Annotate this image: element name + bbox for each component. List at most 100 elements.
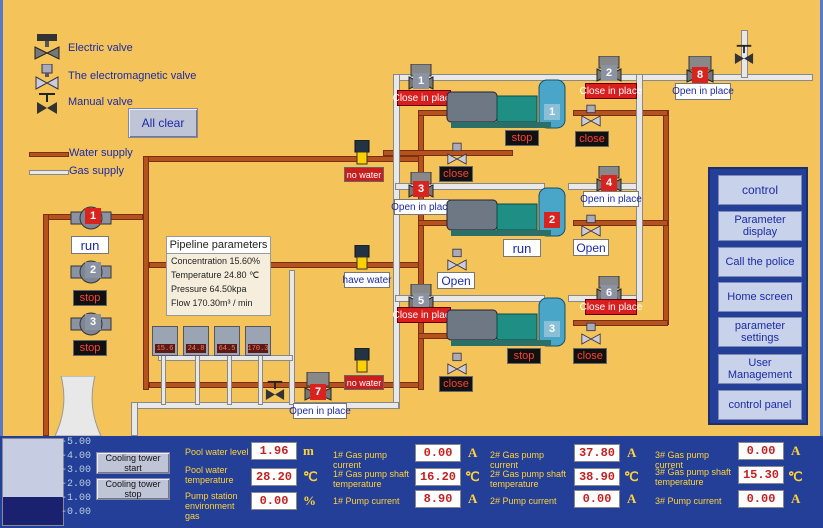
water-pump-2-status: stop bbox=[73, 290, 107, 306]
water-pipe bbox=[663, 110, 669, 325]
cooling-tower-start-button[interactable]: Cooling tower start bbox=[96, 452, 170, 474]
gp3-shaft-unit: ℃ bbox=[788, 469, 803, 484]
water-pump-3-number: 3 bbox=[85, 314, 101, 330]
env-gas-value: 0.00 bbox=[251, 492, 297, 510]
gas-pump-2-number: 2 bbox=[544, 212, 560, 228]
valve-7-number: 7 bbox=[310, 384, 326, 400]
gauge-tick-0: -0.00 bbox=[61, 507, 91, 518]
all-clear-button[interactable]: All clear bbox=[128, 108, 198, 138]
gauge-tick-0-value: 0.00 bbox=[67, 507, 92, 518]
side-menu-control-panel[interactable]: control panel bbox=[718, 390, 802, 420]
gauge-tick-0-sign: - bbox=[61, 507, 68, 518]
water-pump-3-status: stop bbox=[73, 340, 107, 356]
pool-temp-label: Pool water temperature bbox=[185, 465, 234, 485]
env-gas-unit: % bbox=[303, 493, 316, 508]
gas-pipe bbox=[395, 183, 545, 190]
water-supply-swatch bbox=[29, 152, 69, 157]
gp1-current-value: 0.00 bbox=[415, 444, 461, 462]
electric-valve-icon bbox=[34, 34, 60, 60]
pipeline-concentration: Concentration 15.60% bbox=[171, 256, 261, 266]
solenoid-valve-2-icon[interactable] bbox=[581, 214, 601, 238]
water-pipe bbox=[573, 320, 668, 326]
gp2-current-label: 2# Gas pump current bbox=[490, 450, 545, 470]
pipeline-flow: Flow 170.30m³ / min bbox=[171, 298, 253, 308]
gas-valve-1-state: close bbox=[439, 166, 473, 182]
valve-4-state: Open in place bbox=[580, 191, 642, 207]
gas-pipe bbox=[289, 270, 295, 405]
gp3-current-unit: A bbox=[791, 443, 801, 458]
solenoid-valve-1-icon[interactable] bbox=[581, 104, 601, 128]
legend-gas-supply: Gas supply bbox=[69, 165, 125, 177]
pipeline-parameters-box: Pipeline parameters Concentration 15.60%… bbox=[166, 236, 271, 316]
pipeline-title: Pipeline parameters bbox=[167, 237, 270, 254]
water-pipe bbox=[143, 156, 423, 162]
meter-temperature: 24.8 bbox=[183, 326, 209, 356]
legend-manual-valve: Manual valve bbox=[68, 96, 133, 108]
side-menu-parameter-display[interactable]: Parameter display bbox=[718, 211, 802, 241]
manual-valve-vent-icon[interactable] bbox=[734, 44, 754, 64]
gp2-shaft-unit: ℃ bbox=[624, 469, 639, 484]
gauge-tick-1: -1.00 bbox=[61, 493, 91, 504]
gas-valve-2-state: Open bbox=[437, 272, 475, 289]
env-gas-label: Pump station environment gas bbox=[185, 491, 238, 521]
solenoid-valve-2-state: Open bbox=[573, 239, 609, 256]
p3-current-label: 3# Pump current bbox=[655, 496, 722, 506]
gp2-shaft-label: 2# Gas pump shaft temperature bbox=[490, 469, 567, 489]
side-menu-user-management[interactable]: User Management bbox=[718, 354, 802, 384]
gauge-tick-3: -3.00 bbox=[61, 465, 91, 476]
meter-pressure-value: 64.5 bbox=[217, 344, 237, 353]
meter-concentration: 15.6 bbox=[152, 326, 178, 356]
valve-8-state: Open in place bbox=[672, 83, 734, 100]
gp3-current-value: 0.00 bbox=[738, 442, 784, 460]
pool-level-gauge bbox=[2, 438, 64, 526]
gas-pipe bbox=[227, 355, 232, 405]
gas-pump-3-number: 3 bbox=[544, 321, 560, 337]
side-menu-home-screen[interactable]: Home screen bbox=[718, 282, 802, 312]
side-menu-control[interactable]: control bbox=[718, 175, 802, 205]
meter-temperature-value: 24.8 bbox=[186, 344, 206, 353]
side-menu-parameter-settings[interactable]: parameter settings bbox=[718, 317, 802, 347]
flow-switch-2-icon bbox=[354, 245, 370, 270]
legend-electric-valve: Electric valve bbox=[68, 42, 133, 54]
pipeline-pressure: Pressure 64.50kpa bbox=[171, 284, 247, 294]
bottom-panel: -5.00 -4.00 -3.00 -2.00 -1.00 -0.00 Cool… bbox=[0, 436, 823, 528]
cooling-tower-icon bbox=[54, 376, 102, 436]
gas-pipe bbox=[131, 402, 138, 436]
valve-2-number: 2 bbox=[601, 65, 617, 81]
pipeline-temperature: Temperature 24.80 ℃ bbox=[171, 270, 260, 280]
manual-valve-gas-icon[interactable] bbox=[265, 380, 285, 400]
gas-pipe bbox=[195, 355, 200, 405]
solenoid-valve-3-icon[interactable] bbox=[581, 322, 601, 346]
gauge-tick-5-value: 5.00 bbox=[67, 437, 92, 448]
flow-switch-3-icon bbox=[354, 348, 370, 373]
gas-valve-3-icon[interactable] bbox=[447, 352, 467, 376]
p3-current-unit: A bbox=[791, 491, 801, 506]
meter-flow: 170.3 bbox=[245, 326, 271, 356]
p1-current-label: 1# Pump current bbox=[333, 496, 400, 506]
water-pipe bbox=[573, 220, 668, 226]
pool-temp-unit: ℃ bbox=[303, 469, 318, 484]
gauge-tick-2-value: 2.00 bbox=[67, 479, 92, 490]
gas-valve-1-icon[interactable] bbox=[447, 142, 467, 166]
gauge-tick-5: -5.00 bbox=[61, 437, 91, 448]
side-menu-call-police[interactable]: Call the police bbox=[718, 247, 802, 277]
pool-level-gauge-fill bbox=[3, 496, 63, 525]
gas-pipe bbox=[636, 74, 643, 302]
gauge-tick-2-sign: - bbox=[61, 479, 68, 490]
gp3-current-label: 3# Gas pump current bbox=[655, 450, 710, 470]
cooling-tower-stop-button[interactable]: Cooling tower stop bbox=[96, 478, 170, 500]
gas-valve-2-icon[interactable] bbox=[447, 248, 467, 272]
gas-valve-3-state: close bbox=[439, 376, 473, 392]
no-water-1-label: no water bbox=[344, 167, 384, 182]
valve-1-state: Close in place bbox=[393, 90, 455, 106]
p2-current-label: 2# Pump current bbox=[490, 496, 557, 506]
gas-pump-2-status: run bbox=[503, 239, 541, 257]
pool-level-unit: m bbox=[303, 443, 314, 458]
valve-8-number: 8 bbox=[692, 67, 708, 83]
water-pump-1-number: 1 bbox=[85, 208, 101, 224]
gp2-shaft-value: 38.90 bbox=[574, 468, 620, 486]
gauge-tick-4-sign: - bbox=[61, 451, 68, 462]
gas-pump-3-status: stop bbox=[507, 348, 541, 364]
gp1-shaft-value: 16.20 bbox=[415, 468, 461, 486]
gauge-tick-1-sign: - bbox=[61, 493, 68, 504]
